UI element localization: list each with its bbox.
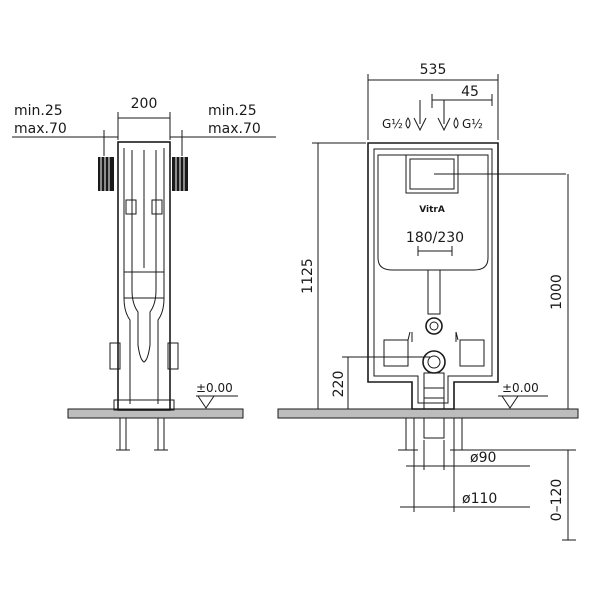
side-right-offset-max: max.70: [208, 121, 261, 137]
overall-width-label: 535: [420, 62, 447, 78]
water-inlets: G½ G½: [382, 100, 483, 132]
side-right-offset-min: min.25: [208, 103, 257, 119]
pipe-small-label: ø90: [470, 450, 496, 466]
inlet-offset-dimension: 45: [431, 84, 493, 108]
front-view: VitrA: [277, 62, 579, 541]
tank-height-dimension: 1000: [549, 174, 569, 409]
outlet-height-label: 220: [331, 371, 347, 398]
side-left-offset-max: max.70: [14, 121, 67, 137]
inlet-right-label: G½: [462, 117, 483, 131]
button-range-dimension: 180/230: [406, 173, 566, 256]
flush-pipe: [383, 269, 485, 410]
leg-adjust-label: 0–120: [549, 479, 565, 522]
brand-logo: VitrA: [419, 205, 445, 215]
tank-height-label: 1000: [549, 274, 565, 310]
inlet-offset-label: 45: [461, 84, 479, 100]
side-width-dimension: 200: [117, 96, 171, 140]
total-height-label: 1125: [300, 258, 316, 294]
outlet-height-dimension: 220: [331, 356, 430, 409]
inlet-left-label: G½: [382, 117, 403, 131]
pipe-large-label: ø110: [462, 491, 497, 507]
side-wall-plate-right: [172, 157, 188, 191]
front-legs: [398, 417, 470, 451]
front-floor-level-label: ±0.00: [502, 381, 539, 395]
front-frame: [367, 142, 499, 410]
side-floor-level-marker: ±0.00: [196, 381, 238, 409]
side-width-label: 200: [131, 96, 158, 112]
side-floor-level-label: ±0.00: [196, 381, 233, 395]
side-legs: [116, 417, 168, 451]
side-view: 200 min.25 max.70 min.25 max.70 ±0.00: [12, 96, 276, 451]
inlet-right-arrow-icon: [437, 100, 451, 132]
side-right-offset-dimension: min.25 max.70: [170, 103, 276, 156]
button-range-label: 180/230: [406, 230, 464, 246]
side-left-offset-min: min.25: [14, 103, 63, 119]
side-frame: [109, 141, 179, 411]
total-height-dimension: 1125: [300, 142, 366, 409]
side-floor-slab: [67, 408, 244, 419]
front-floor-slab: [277, 408, 579, 419]
inlet-left-arrow-icon: [413, 100, 427, 132]
inlet-left-drop-icon: [405, 117, 411, 129]
drain-outlet: [422, 350, 446, 374]
side-wall-plate-left: [98, 157, 114, 191]
side-left-offset-dimension: min.25 max.70: [12, 103, 118, 156]
pipe-small-dimension: ø90: [406, 440, 530, 470]
front-floor-level-marker: ±0.00: [498, 381, 548, 409]
flush-connector-upper: [425, 317, 443, 335]
inlet-right-drop-icon: [453, 117, 459, 129]
overall-width-dimension: 535: [367, 62, 499, 140]
cistern-tank: VitrA: [377, 154, 489, 271]
pipe-large-dimension: ø110: [400, 420, 530, 512]
leg-adjust-dimension: 0–120: [462, 449, 576, 541]
